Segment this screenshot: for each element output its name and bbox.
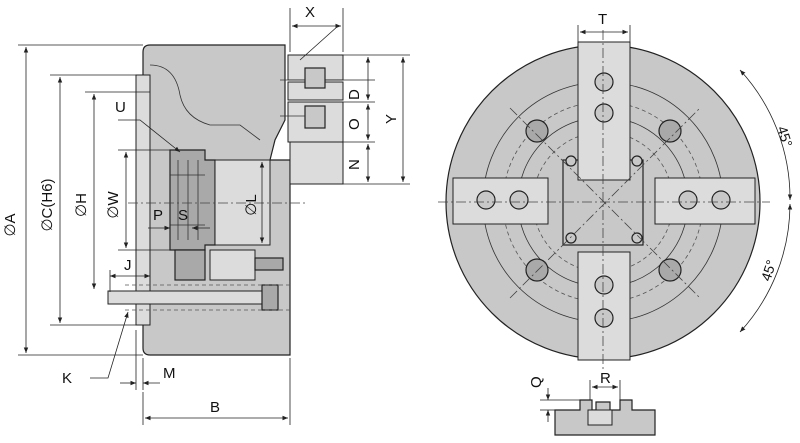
lower-block (174, 249, 206, 281)
draw-bolt (107, 290, 274, 305)
inner-bore (214, 159, 271, 246)
rear-flange (135, 74, 151, 326)
front-view: T 45° 45° (438, 11, 796, 372)
label-W: ∅W (105, 191, 122, 219)
label-K: K (62, 370, 72, 387)
label-angle-top: 45° (774, 124, 796, 149)
label-A: ∅A (2, 213, 19, 236)
mounting-bolts (525, 119, 682, 282)
lower-block-2 (209, 249, 256, 281)
slot-detail: R Q (528, 370, 656, 436)
side-section-view: ∅A ∅C(H6) ∅H ∅W ∅L U P S J K M B X D O N… (2, 4, 410, 425)
small-screw (254, 257, 284, 271)
small-screws (565, 155, 643, 244)
jaw-right (654, 177, 756, 225)
label-U: U (115, 99, 126, 116)
jaw-bolt-2 (304, 105, 326, 129)
label-M: M (163, 365, 176, 382)
jaw-bolt-1 (304, 67, 326, 89)
label-X: X (305, 4, 315, 21)
wedge-cavity (169, 149, 216, 251)
jaw-left (452, 177, 549, 225)
label-B: B (210, 399, 220, 416)
label-D: D (346, 89, 363, 100)
label-Y: Y (383, 114, 400, 124)
label-angle-bottom: 45° (758, 258, 780, 283)
label-T: T (598, 11, 607, 28)
label-H: ∅H (73, 193, 90, 217)
cavity-hatch (170, 160, 205, 240)
label-N: N (346, 159, 363, 170)
jaw-bolts (476, 72, 731, 328)
label-R: R (600, 370, 611, 387)
bolt-head (261, 284, 279, 311)
label-O: O (346, 118, 363, 130)
label-L: ∅L (243, 194, 260, 215)
label-C: ∅C(H6) (39, 178, 56, 231)
label-Q: Q (528, 376, 545, 388)
jaw-bottom (577, 251, 631, 361)
label-S: S (178, 207, 188, 224)
jaw-base (289, 141, 344, 185)
body-contour (149, 64, 261, 141)
label-J: J (124, 257, 132, 274)
label-P: P (153, 207, 163, 224)
